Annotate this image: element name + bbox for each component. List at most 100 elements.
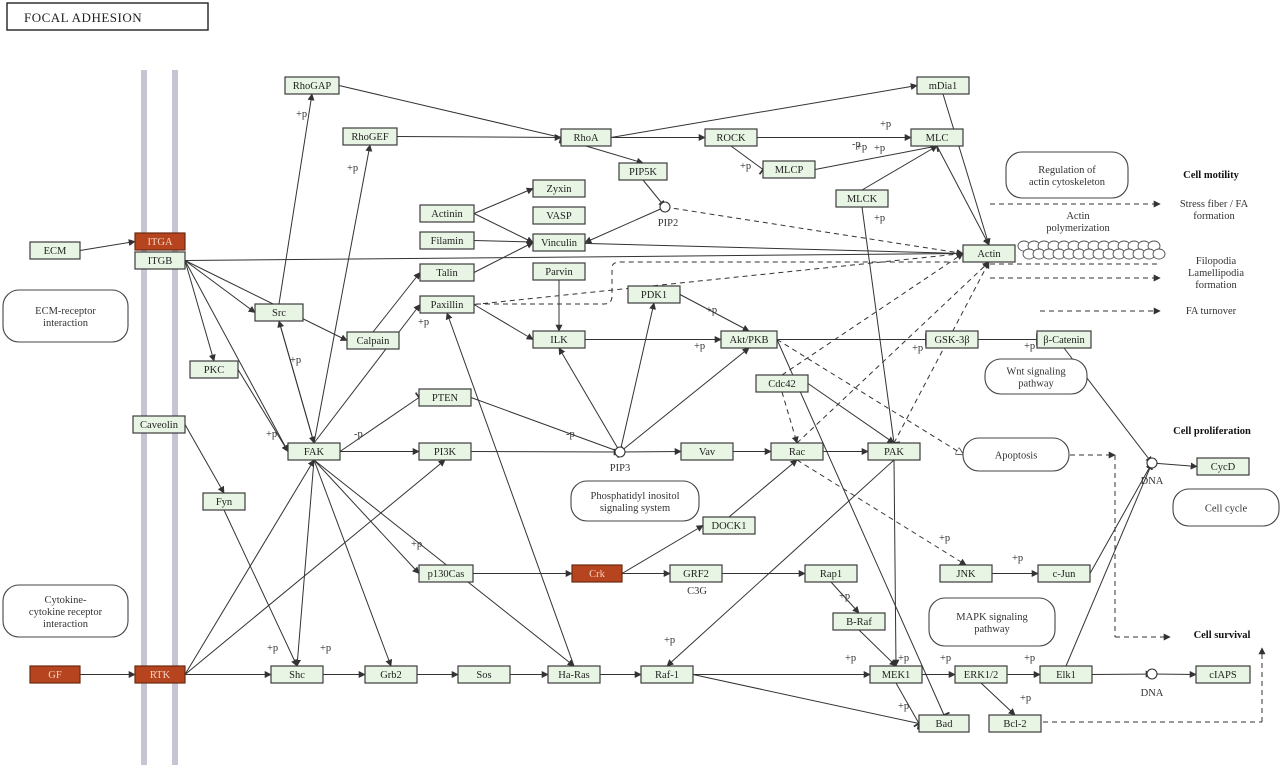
gene-node-cjun[interactable]: c-Jun [1037, 564, 1091, 583]
edge-rtk-to-pi3k [184, 459, 446, 675]
gene-node-vinculin[interactable]: Vinculin [532, 233, 586, 252]
gene-node-rtk[interactable]: RTK [134, 665, 186, 684]
gene-node-fak1[interactable]: FAK [287, 442, 341, 461]
gene-node-pkc[interactable]: PKC [189, 360, 239, 379]
gene-node-pip5k[interactable]: PIP5K [618, 162, 668, 181]
edge-rhogap-to-rhoa [338, 85, 564, 144]
gene-node-raf1[interactable]: Raf-1 [640, 665, 694, 684]
gene-label: Calpain [357, 336, 390, 347]
gene-node-grf2[interactable]: GRF2 [669, 564, 723, 583]
gene-node-rhoa[interactable]: RhoA [560, 128, 612, 147]
gene-node-caveolin[interactable]: Caveolin [132, 415, 186, 434]
gene-node-pdk1[interactable]: PDK1 [627, 285, 681, 304]
edge-rhoa-to-mdia1 [610, 83, 918, 138]
gene-node-cdc42[interactable]: Cdc42 [755, 374, 809, 393]
compound-circle [659, 201, 671, 213]
gene-node-mlck[interactable]: MLCK [835, 189, 889, 208]
pathway-link-cell-cycle[interactable]: Cell cycle [1172, 488, 1280, 527]
edge-rtk-to-fak1 [184, 459, 315, 675]
gene-node-fyn[interactable]: Fyn [202, 492, 246, 511]
gene-node-bad[interactable]: Bad [918, 714, 970, 733]
gene-node-dock1[interactable]: DOCK1 [702, 516, 756, 535]
gene-node-fak2[interactable]: PAK [867, 442, 921, 461]
gene-node-vasp[interactable]: VASP [532, 206, 586, 225]
gene-node-p130cas[interactable]: p130Cas [418, 564, 474, 583]
gene-node-zyxin[interactable]: Zyxin [532, 179, 586, 198]
pathway-link-apoptosis[interactable]: Apoptosis [962, 437, 1070, 472]
gene-node-aktpkb[interactable]: Akt/PKB [720, 330, 778, 349]
gene-node-mlcp[interactable]: MLCP [762, 160, 816, 179]
gene-node-itga[interactable]: ITGA [134, 232, 186, 251]
gene-label: Raf-1 [655, 670, 679, 681]
gene-node-shc[interactable]: Shc [270, 665, 324, 684]
phosphorylation-label: +p [874, 213, 885, 224]
gene-node-actinin[interactable]: Actinin [419, 204, 475, 223]
gene-node-rock[interactable]: ROCK [704, 128, 758, 147]
gene-node-cycd[interactable]: CycD [1196, 457, 1250, 476]
gene-node-crk[interactable]: Crk [571, 564, 623, 583]
gene-node-mlc[interactable]: MLC [910, 128, 964, 147]
gene-node-filamin[interactable]: Filamin [419, 231, 475, 250]
compound-pip2[interactable]: PIP2 [658, 201, 678, 229]
gene-label: DOCK1 [711, 521, 746, 532]
phosphorylation-label: +p [1020, 693, 1031, 704]
gene-node-calpain[interactable]: Calpain [346, 331, 400, 350]
gene-node-mdia1[interactable]: mDia1 [916, 76, 970, 95]
gene-node-braf[interactable]: B-Raf [832, 612, 886, 631]
outcome-stress-fiber: formation [1193, 211, 1235, 222]
edge-raf1-to-bad [692, 674, 922, 730]
edge-itgb-to-calpain [184, 260, 348, 341]
gene-node-talin[interactable]: Talin [419, 263, 475, 282]
gene-node-gsk3b[interactable]: GSK-3β [925, 330, 979, 349]
gene-node-ilk[interactable]: ILK [532, 330, 586, 349]
phosphorylation-label: +p [1024, 653, 1035, 664]
gene-node-jnk[interactable]: JNK [939, 564, 993, 583]
gene-node-ecm[interactable]: ECM [29, 241, 81, 260]
phosphorylation-label: +p [898, 653, 909, 664]
gene-label: Bad [936, 719, 954, 730]
gene-node-haras[interactable]: Ha-Ras [547, 665, 601, 684]
edge-fak1-to-p130cas [313, 459, 420, 575]
gene-node-sos[interactable]: Sos [457, 665, 511, 684]
gene-node-mek1[interactable]: MEK1 [869, 665, 923, 684]
pathway-oval [984, 358, 1088, 395]
gene-node-vav[interactable]: Vav [680, 442, 734, 461]
interaction-edges [79, 83, 1266, 730]
gene-node-rhogap[interactable]: RhoGAP [284, 76, 340, 95]
compound-dna2[interactable]: DNA [1141, 668, 1164, 699]
gene-node-grb2[interactable]: Grb2 [364, 665, 418, 684]
gene-node-ciaps[interactable]: cIAPS [1195, 665, 1251, 684]
gene-node-rac[interactable]: Rac [770, 442, 824, 461]
pathway-label-line: Apoptosis [995, 451, 1038, 462]
pathway-label-line: Cell cycle [1205, 504, 1248, 515]
map-title-text: FOCAL ADHESION [24, 10, 142, 25]
gene-box [962, 244, 1016, 263]
gene-node-gf[interactable]: GF [29, 665, 81, 684]
pathway-label-line: pathway [1018, 379, 1054, 390]
gene-node-parvin[interactable]: Parvin [532, 262, 586, 281]
gene-node-bcatenin[interactable]: β-Catenin [1036, 330, 1092, 349]
gene-node-rap1[interactable]: Rap1 [804, 564, 858, 583]
gene-node-elk1[interactable]: Elk1 [1039, 665, 1093, 684]
gene-node-erk12[interactable]: ERK1/2 [954, 665, 1008, 684]
phosphorylation-label: +p [664, 635, 675, 646]
compound-dna1[interactable]: DNA [1141, 457, 1164, 487]
gene-box [1196, 457, 1250, 476]
gene-node-pi3k[interactable]: PI3K [418, 442, 472, 461]
gene-node-rhogef[interactable]: RhoGEF [342, 127, 398, 146]
gene-node-pten[interactable]: PTEN [418, 388, 472, 407]
gene-node-bcl2[interactable]: Bcl-2 [988, 714, 1042, 733]
gene-box [832, 612, 886, 631]
gene-node-itgb[interactable]: ITGB [134, 251, 186, 270]
gene-node-actin[interactable]: Actin [962, 244, 1016, 263]
gene-node-paxillin[interactable]: Paxillin [419, 295, 475, 314]
compound-pip3[interactable]: PIP3 [610, 446, 630, 474]
gene-node-src[interactable]: Src [254, 303, 304, 322]
